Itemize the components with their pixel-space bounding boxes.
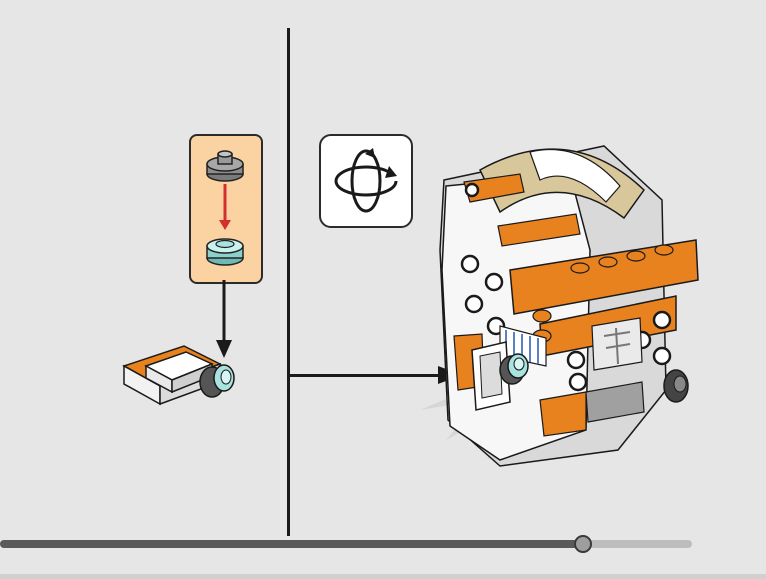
gray-round-stud-icon (207, 151, 243, 181)
bottom-strip (0, 574, 766, 579)
progress-fill (0, 540, 583, 548)
progress-slider-handle[interactable] (574, 535, 592, 553)
small-assembly-illustration (120, 330, 240, 415)
transparent-round-plate-icon (207, 239, 243, 265)
main-model-illustration (380, 130, 700, 475)
submodel-parts (189, 134, 263, 284)
step-divider (287, 28, 290, 536)
connector-arrow-icon (219, 184, 231, 230)
